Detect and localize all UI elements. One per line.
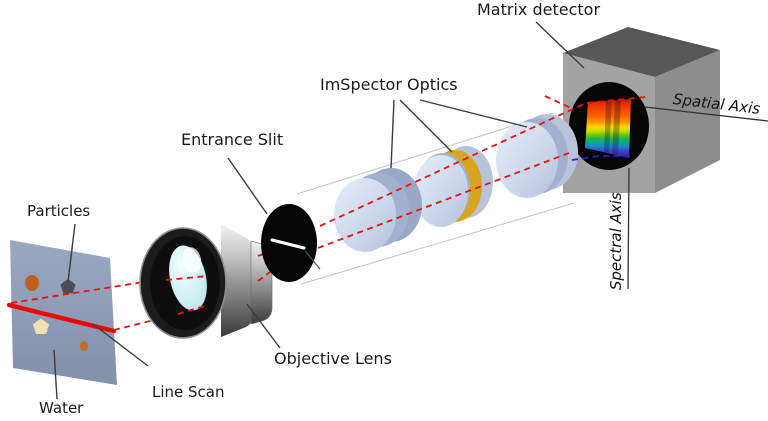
imspector-pointer-3	[419, 99, 528, 128]
spectral-axis-line	[627, 167, 630, 290]
spectral-axis-label: Spectral Axis	[606, 192, 625, 291]
particle-pale-pentagon	[32, 318, 50, 334]
tube-upper-edge	[296, 112, 554, 195]
cube-top-face	[563, 27, 720, 77]
particle-dark-pentagon	[60, 279, 76, 294]
cube-side-face	[655, 50, 720, 193]
imspector-lens-1	[334, 168, 422, 252]
matrix-detector-pointer	[535, 21, 585, 69]
particles-label: Particles	[27, 202, 91, 220]
beam-upper-field	[319, 96, 647, 227]
particles-pointer	[67, 223, 76, 283]
entrance-slit	[261, 204, 321, 282]
beam-lower-field	[317, 152, 570, 249]
beam-in-glass-upper	[165, 275, 209, 281]
objective-lens-label: Objective Lens	[274, 349, 392, 368]
beam-lower-left	[113, 318, 159, 331]
beam-water-to-lens	[10, 280, 159, 331]
beam-marginal-ray	[544, 95, 574, 110]
objective-lens-pointer	[246, 303, 281, 349]
relay-tube-outline	[296, 112, 575, 285]
tube-lower-edge	[300, 202, 575, 285]
beam-slit-to-detector	[317, 95, 647, 249]
spectrum-patch	[585, 99, 631, 158]
imspector-lens-2-pgp	[414, 146, 493, 227]
slit-tick-line	[304, 250, 321, 270]
lens-glass-highlight	[182, 247, 202, 273]
entrance-slit-pointer	[227, 157, 268, 215]
particle-orange-large	[25, 275, 39, 291]
beam-in-glass-lower	[177, 304, 209, 315]
imspector-pointer-2	[399, 99, 453, 153]
imspector-pointer-1	[390, 99, 395, 169]
imspector-optics-label: ImSpector Optics	[320, 75, 458, 94]
water-panel	[6, 240, 117, 385]
lens1-face	[334, 178, 396, 252]
water-surface	[10, 240, 117, 385]
beam-upper-left	[10, 280, 151, 304]
lens2-face	[414, 155, 468, 227]
particle-orange-small	[80, 341, 88, 351]
slit-opening	[270, 238, 306, 250]
matrix-detector-label: Matrix detector	[477, 0, 601, 19]
water-label: Water	[39, 399, 84, 417]
spectrum-absorption-stripe	[604, 100, 612, 154]
entrance-slit-label: Entrance Slit	[181, 130, 284, 149]
spatial-axis-line	[644, 106, 768, 122]
objective-lens	[139, 224, 273, 339]
lens-barrel-collar	[221, 224, 252, 337]
pointer-lines	[53, 21, 585, 400]
line-scan-label: Line Scan	[152, 383, 225, 401]
water-pointer	[53, 349, 58, 400]
matrix-detector-cube	[563, 27, 720, 193]
lens3-face	[496, 122, 558, 198]
line-scan-pointer	[92, 323, 149, 367]
imspector-lens-3	[496, 114, 578, 198]
spectrum-absorption-stripe	[612, 100, 621, 156]
